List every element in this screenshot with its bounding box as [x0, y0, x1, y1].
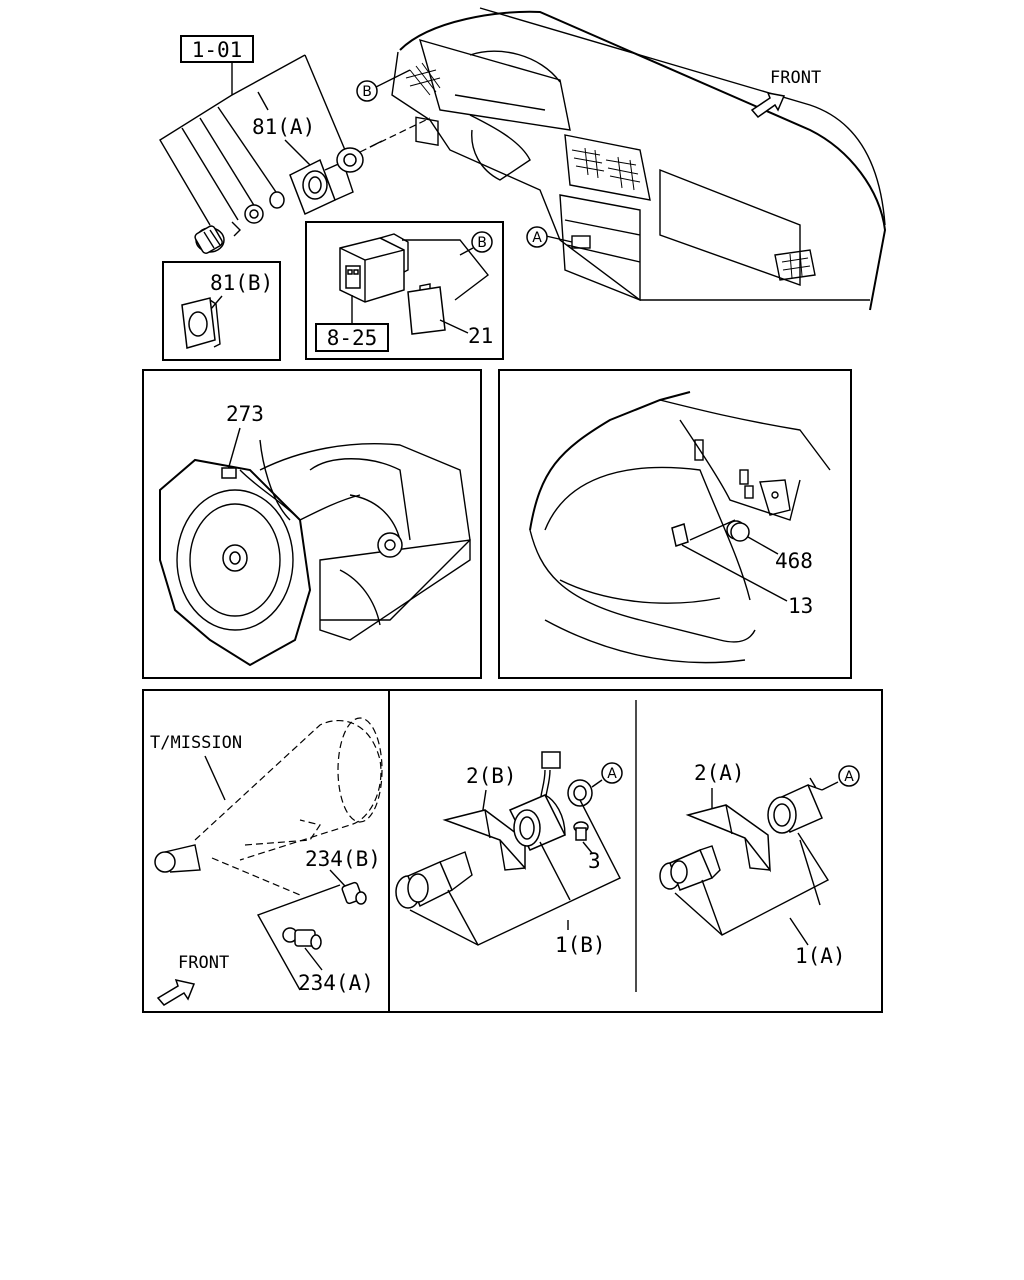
svg-text:A: A [844, 769, 854, 785]
lighter-knob [194, 225, 225, 254]
plug-1b [395, 851, 473, 909]
ref-1-01-label: 1-01 [192, 38, 243, 62]
bracket-2b [442, 809, 526, 871]
oil-pan [319, 539, 471, 641]
leader-1-01-a [159, 62, 233, 226]
part-1a-label: 1(A) [795, 944, 846, 968]
lighter-a-panel: 2(A) A 1(A) [659, 761, 860, 968]
part-21-label: 21 [468, 324, 493, 348]
part-3-label: 3 [588, 849, 601, 873]
sensor-234b [341, 881, 367, 905]
rear-bumper [544, 619, 746, 664]
center-console [559, 194, 641, 302]
part-2a-label: 2(A) [694, 761, 745, 785]
bell-housing [159, 458, 312, 667]
svg-text:B: B [477, 235, 487, 251]
screw-3 [573, 821, 589, 841]
rear-cargo-panel: 468 13 [498, 369, 852, 679]
switch-body [339, 233, 409, 303]
socket-1a [767, 777, 823, 834]
callout-a-dash [526, 226, 548, 248]
glove-box [659, 168, 801, 286]
svg-text:B: B [362, 84, 372, 100]
bracket-2a [685, 804, 771, 873]
lighter-bezel [336, 147, 364, 173]
svg-text:A: A [607, 766, 617, 782]
ref-8-25-label: 8-25 [327, 326, 378, 350]
lighter-assembly-group: 1-01 81(A) [159, 35, 431, 254]
transmission-273-panel: 273 [142, 369, 482, 679]
ring-1b [567, 779, 593, 807]
instrument-cluster [418, 38, 571, 131]
connector-round [377, 532, 403, 558]
left-vent [415, 116, 439, 147]
tmission-label: T/MISSION [150, 733, 242, 753]
front-arrow-icon-bottom [156, 978, 196, 1006]
tmission-outline [194, 719, 382, 861]
callout-b-dash [356, 80, 378, 102]
plug-1a [659, 845, 721, 891]
part-81b-label: 81(B) [210, 271, 273, 295]
switch-8-25-panel: 21 8-25 B [305, 221, 504, 360]
part-273-label: 273 [226, 402, 264, 426]
part-1b-label: 1(B) [555, 933, 606, 957]
ref-8-25-box [315, 323, 389, 352]
plug-468 [726, 520, 750, 542]
tmission-234-panel: T/MISSION 234(B) 234(A) FRONT [150, 717, 383, 1006]
part-81a-label: 81(A) [252, 115, 315, 139]
cargo-left-edge [529, 391, 691, 531]
front-label-top: FRONT [770, 68, 821, 88]
part-234b-label: 234(B) [305, 847, 381, 871]
lighter-socket-housing [289, 158, 354, 216]
dashboard-illustration: B A FRONT [356, 7, 887, 311]
wire-harness [239, 469, 361, 521]
part-468-label: 468 [775, 549, 813, 573]
lighter-washer [269, 191, 285, 209]
center-vents [564, 134, 651, 201]
front-arrow-icon-top [750, 92, 786, 119]
svg-text:A: A [532, 230, 542, 246]
socket-1b [508, 794, 567, 851]
callout-b-8-25 [471, 231, 493, 253]
transmission-case [259, 443, 471, 621]
part-2b-label: 2(B) [466, 764, 517, 788]
bezel-81b [181, 297, 221, 349]
part-234a-label: 234(A) [298, 971, 374, 995]
cover-21 [407, 283, 446, 335]
bottom-panel-frame [142, 689, 883, 1013]
sensor-273 [221, 467, 237, 479]
lighter-b-panel: 2(B) A 3 [395, 751, 623, 957]
ref-1-01-box [180, 35, 254, 63]
lighter-clip [231, 221, 241, 237]
part-81b-panel: 81(B) [162, 261, 281, 361]
switch-13 [671, 523, 689, 547]
part-13-label: 13 [788, 594, 813, 618]
callout-a-1a [838, 765, 860, 787]
cargo-floor [544, 466, 751, 601]
front-label-bottom: FRONT [178, 953, 229, 973]
tmission-output-shaft [154, 844, 201, 873]
sensor-234a [282, 927, 322, 950]
mounting-bracket [759, 479, 791, 516]
right-vent [774, 249, 816, 281]
callout-a-1b [601, 762, 623, 784]
